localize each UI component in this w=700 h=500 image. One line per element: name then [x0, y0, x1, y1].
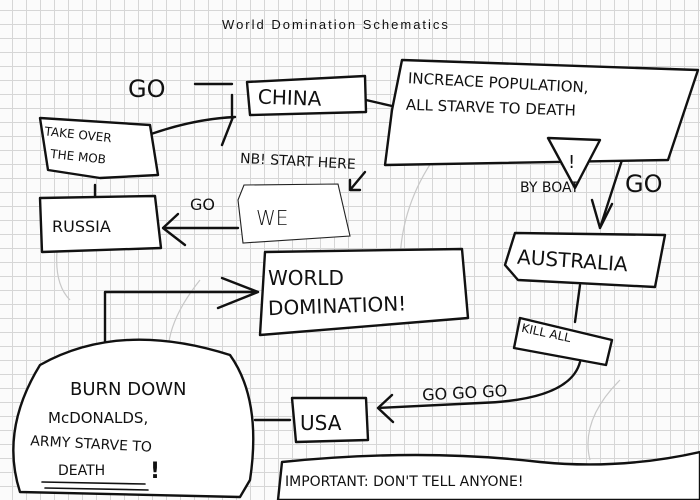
- start-here-note: NB! START HERE: [240, 151, 356, 173]
- burn-down-line-4: DEATH: [58, 463, 105, 479]
- burn-down-line-2: McDONALDS,: [48, 409, 148, 427]
- world-domination-box: [258, 247, 470, 337]
- burn-down-line-3: ARMY STARVE TO: [30, 433, 152, 455]
- important-note-label: IMPORTANT: DON'T TELL ANYONE!: [285, 474, 523, 490]
- take-over-line-2: THE MOB: [49, 147, 107, 167]
- we-label[interactable]: WE: [256, 206, 288, 230]
- by-boat-label: BY BOAT: [520, 180, 579, 196]
- take-over-box: [38, 116, 160, 180]
- arrow-to-china: [93, 82, 237, 160]
- burn-down-line-1: BURN DOWN: [70, 379, 187, 400]
- go-label: GO: [128, 75, 166, 103]
- usa-box: [290, 396, 370, 444]
- connector-australia-killall: [573, 283, 582, 324]
- page-title: World Domination Schematics: [222, 17, 450, 32]
- usa-label: USA: [300, 411, 342, 435]
- connector-china-increase: [364, 98, 394, 108]
- background-stroke: [587, 379, 621, 461]
- australia-box: [503, 231, 667, 289]
- increase-population-box: [383, 58, 700, 167]
- russia-label: RUSSIA: [52, 217, 111, 236]
- china-box: [245, 74, 368, 117]
- world-domination-line-1: WORLD: [268, 266, 344, 290]
- start-here-arrow-icon: [348, 170, 367, 192]
- warning-triangle-icon: [546, 136, 602, 190]
- go-australia-label: GO: [625, 170, 663, 198]
- we-box: [237, 183, 351, 244]
- important-note-box: [276, 450, 700, 500]
- kill-all-box: [512, 316, 614, 367]
- warning-mark: !: [568, 152, 575, 173]
- arrow-to-usa: [376, 360, 582, 424]
- arrow-to-australia: [590, 158, 624, 230]
- china-label: CHINA: [258, 85, 323, 111]
- go-russia-label: GO: [190, 195, 215, 214]
- death-underline: [41, 481, 149, 491]
- burn-down-blob: [12, 338, 255, 499]
- russia-box: [38, 194, 163, 254]
- burn-down-exclamation: !: [150, 459, 160, 484]
- go-go-go-label: GO GO GO: [422, 381, 508, 404]
- increase-line-2: ALL STARVE TO DEATH: [406, 96, 576, 120]
- arrow-to-russia: [161, 212, 240, 247]
- world-domination-line-2: DOMINATION!: [268, 291, 407, 320]
